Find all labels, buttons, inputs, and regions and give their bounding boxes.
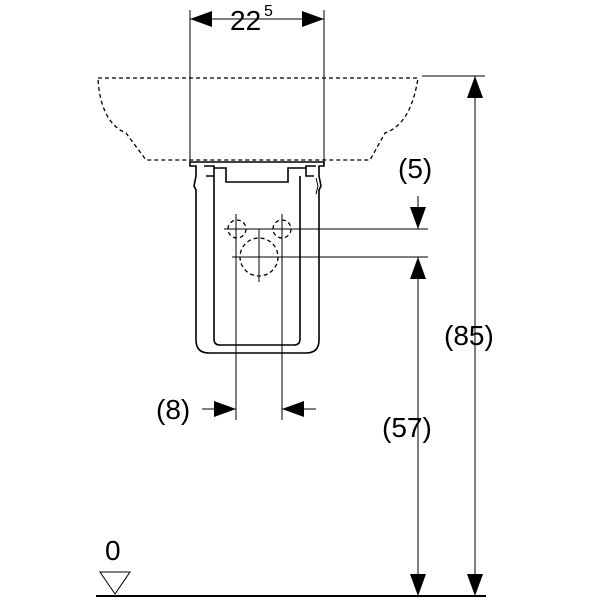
dimension-top-width-superscript: 5 [264,3,273,20]
washbasin-outline [97,77,419,161]
dimension-depth-offset: (5) [398,153,432,229]
dimension-drain-height: (57) [382,257,432,596]
semi-pedestal [189,161,325,354]
floor-level-triangle-icon [99,571,131,595]
dimension-pipe-spacing: (8) [156,394,316,425]
floor-reference: 0 [96,535,486,597]
dimension-top-width-label: 22 [230,5,261,36]
dimension-pipe-spacing-label: (8) [156,394,190,425]
centre-lines [224,214,428,420]
floor-level-label: 0 [105,535,121,566]
dimension-depth-offset-label: (5) [398,153,432,184]
dimension-overall-height: (85) [422,75,494,596]
dimension-overall-height-label: (85) [444,320,494,351]
dimension-top-width: 22 5 [189,3,325,162]
dimension-drain-height-label: (57) [382,412,432,443]
